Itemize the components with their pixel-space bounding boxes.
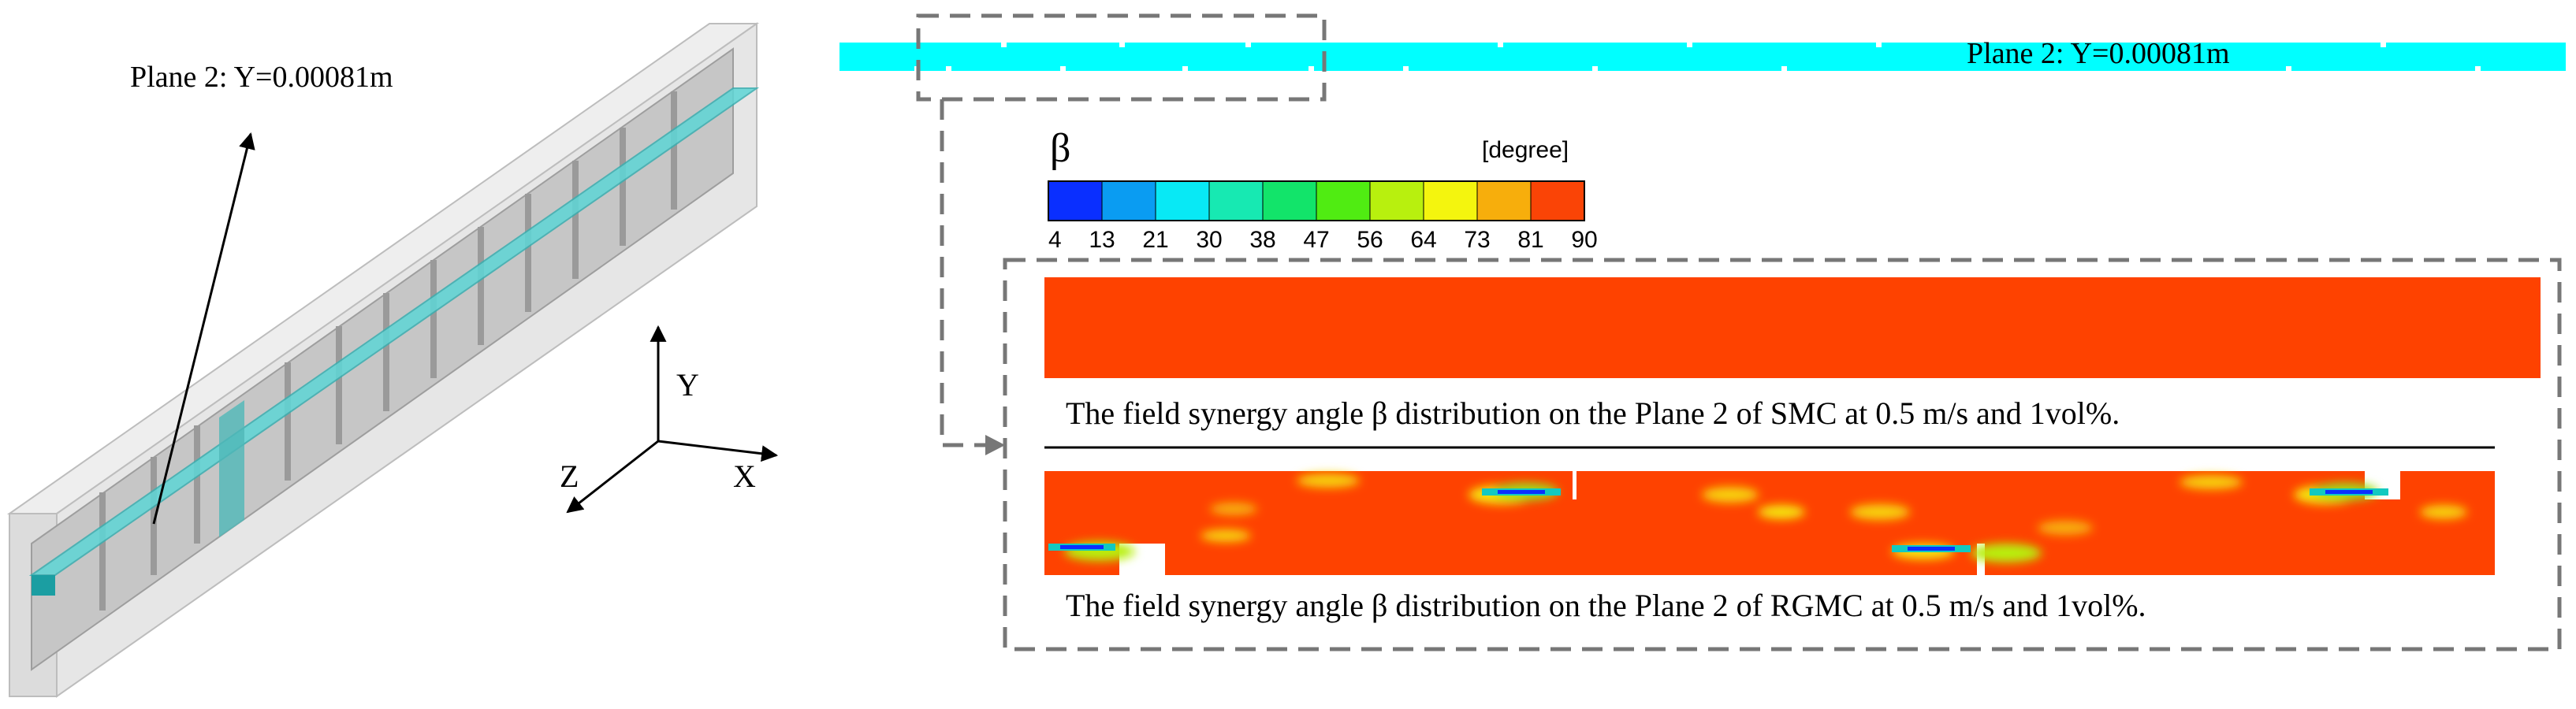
colorbar-tick-label: 47 — [1303, 227, 1329, 253]
channel-3d-view: Plane 2: Y=0.00081m — [6, 22, 760, 698]
y-axis-label: Y — [676, 367, 699, 403]
colorbar-tick-label: 81 — [1517, 227, 1543, 253]
smc-caption: The field synergy angle β distribution o… — [1066, 395, 2120, 431]
zoom-target-box — [1003, 258, 2562, 651]
colorbar-swatch — [1155, 180, 1210, 221]
colorbar-swatch — [1101, 180, 1156, 221]
coordinate-axes: Y Z X — [560, 325, 779, 514]
rgmc-field-map — [1044, 471, 2495, 575]
zoom-connector — [940, 99, 989, 447]
colorbar-ticks: 4 13 21 30 38 47 56 64 73 81 90 — [1048, 227, 1598, 253]
legend-unit: [degree] — [1482, 137, 1569, 163]
colorbar-swatch — [1423, 180, 1478, 221]
colorbar-legend: β [degree] 4 13 21 30 38 47 56 64 73 81 90 — [1048, 126, 1598, 253]
colorbar-swatch — [1048, 180, 1103, 221]
legend-symbol: β — [1050, 126, 1070, 171]
colorbar-tick-label: 30 — [1196, 227, 1222, 253]
colorbar-tick-label: 21 — [1142, 227, 1168, 253]
smc-panel: The field synergy angle β distribution o… — [1044, 277, 2541, 449]
plane-2-end — [32, 575, 55, 596]
colorbar-tick-label: 56 — [1357, 227, 1383, 253]
colorbar-swatch — [1208, 180, 1264, 221]
plane-2-slice — [28, 87, 760, 576]
z-axis-label: Z — [560, 458, 579, 494]
inner-channel — [31, 47, 734, 671]
colorbar-tick-label: 4 — [1048, 227, 1062, 253]
channel-ribs — [99, 91, 677, 611]
colorbar-swatches — [1048, 180, 1585, 221]
colorbar-swatch — [1369, 180, 1424, 221]
colorbar-swatch — [1316, 180, 1371, 221]
smc-field-map — [1044, 277, 2541, 378]
colorbar-tick-label: 90 — [1571, 227, 1597, 253]
zoom-source-box — [916, 13, 1327, 102]
plane-leader-arrow — [152, 132, 255, 525]
colorbar-frame — [1048, 180, 1585, 221]
colorbar-swatch — [1262, 180, 1317, 221]
plane-strip-bar — [839, 43, 2566, 71]
plane-label: Plane 2: Y=0.00081m — [130, 61, 393, 94]
colorbar-tick-label: 73 — [1464, 227, 1490, 253]
colorbar-swatch — [1476, 180, 1532, 221]
colorbar-tick-label: 38 — [1249, 227, 1275, 253]
colorbar-tick-label: 13 — [1089, 227, 1115, 253]
zoom-callout — [916, 13, 2562, 651]
colorbar-tick-label: 64 — [1410, 227, 1436, 253]
strip-notches — [914, 43, 2481, 71]
x-axis-arrow — [657, 440, 779, 462]
z-axis-arrow — [566, 440, 659, 514]
zoom-connector-arrowhead — [985, 435, 1005, 455]
plane-strip: Plane 2: Y=0.00081m — [839, 37, 2566, 71]
strip-label: Plane 2: Y=0.00081m — [1967, 37, 2230, 70]
colorbar-swatch — [1530, 180, 1585, 221]
rgmc-panel: The field synergy angle β distribution o… — [1044, 471, 2495, 623]
x-axis-label: X — [733, 458, 756, 494]
rgmc-caption: The field synergy angle β distribution o… — [1066, 588, 2146, 623]
cross-section-plane — [219, 400, 244, 537]
